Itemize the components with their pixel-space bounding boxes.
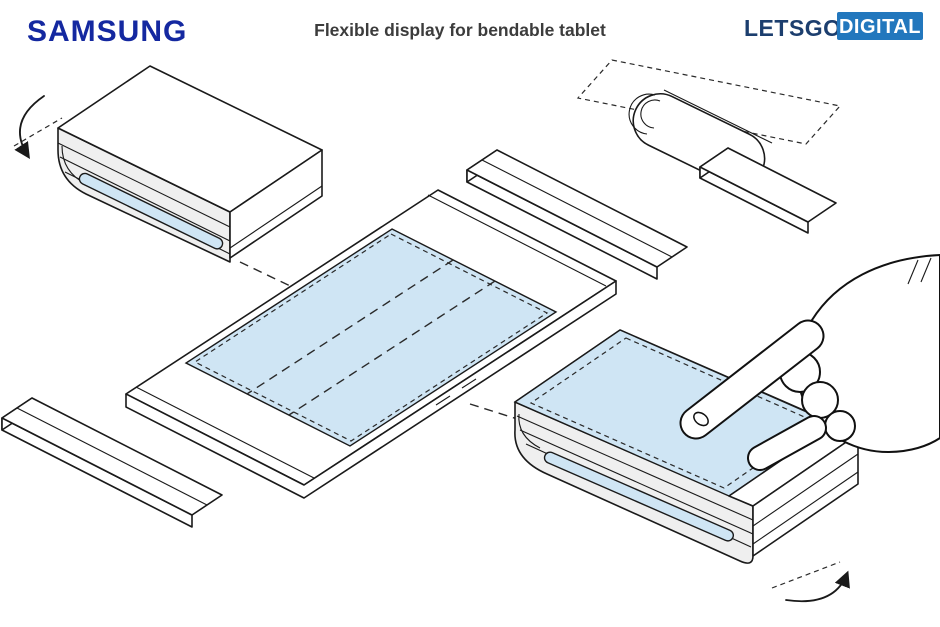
wrist-hatch-line [920,257,932,283]
flexible-display-panel [184,228,558,447]
rail-bevel-line [481,159,673,258]
fingernail [693,411,709,427]
edge-port-mark [461,378,477,389]
thumb-fill [749,417,825,469]
roll-seam-line [663,89,773,144]
digital-logo-box [837,12,923,40]
wrist-hatch-line [907,259,919,285]
end-cap-line [427,194,607,287]
side-layer-line [229,185,323,249]
fold-layer-line [59,156,231,242]
samsung-logo: SAMSUNG [27,15,187,48]
end-cap-line [135,386,315,479]
side-rail-top [466,149,688,280]
curled-finger [824,410,856,442]
curved-rotation-arrow-icon [785,570,850,603]
roll-layer-arc [628,93,656,135]
fold-axis-dashed-line [771,561,841,589]
rotation-arrow-right [771,561,850,603]
header: SAMSUNG Flexible display for bendable ta… [27,12,923,48]
rolled-display-component [576,59,842,234]
side-rail-bottom-left [1,397,223,528]
bend-dashed-line [246,259,454,395]
edge-port-mark [435,395,451,406]
rotation-arrow-left [13,95,63,160]
hand-illustration [679,253,940,471]
fold-layer-line [516,415,754,521]
bend-dashed-line [288,280,496,416]
hairpin-fold-line [518,413,541,449]
bendable-tablet-open [125,189,617,499]
assembly-dashed-connector [239,261,333,307]
folded-tablet-closed [57,65,333,307]
flat-sheet-dashed-outline [576,59,842,145]
fold-layer-line [519,429,754,535]
curved-rotation-arrow-icon [14,95,45,160]
tablet-edge-band [125,280,617,499]
display-dashed-border [193,233,549,442]
folded-side-face [229,149,323,259]
display-edge-sliver [78,172,224,250]
letsgo-logo-text: LETSGO [744,15,842,41]
rail-top-face [699,147,837,223]
digital-logo-text: DIGITAL [839,16,921,38]
rail-bevel-line [16,407,208,506]
page-title: Flexible display for bendable tablet [314,20,606,40]
roll-layer-arc [640,99,661,129]
index-finger-fill [681,321,823,438]
side-layer-line [752,453,859,527]
side-layer-line [752,471,859,545]
fold-layer-line [57,142,231,228]
display-edge-sliver [543,451,735,542]
